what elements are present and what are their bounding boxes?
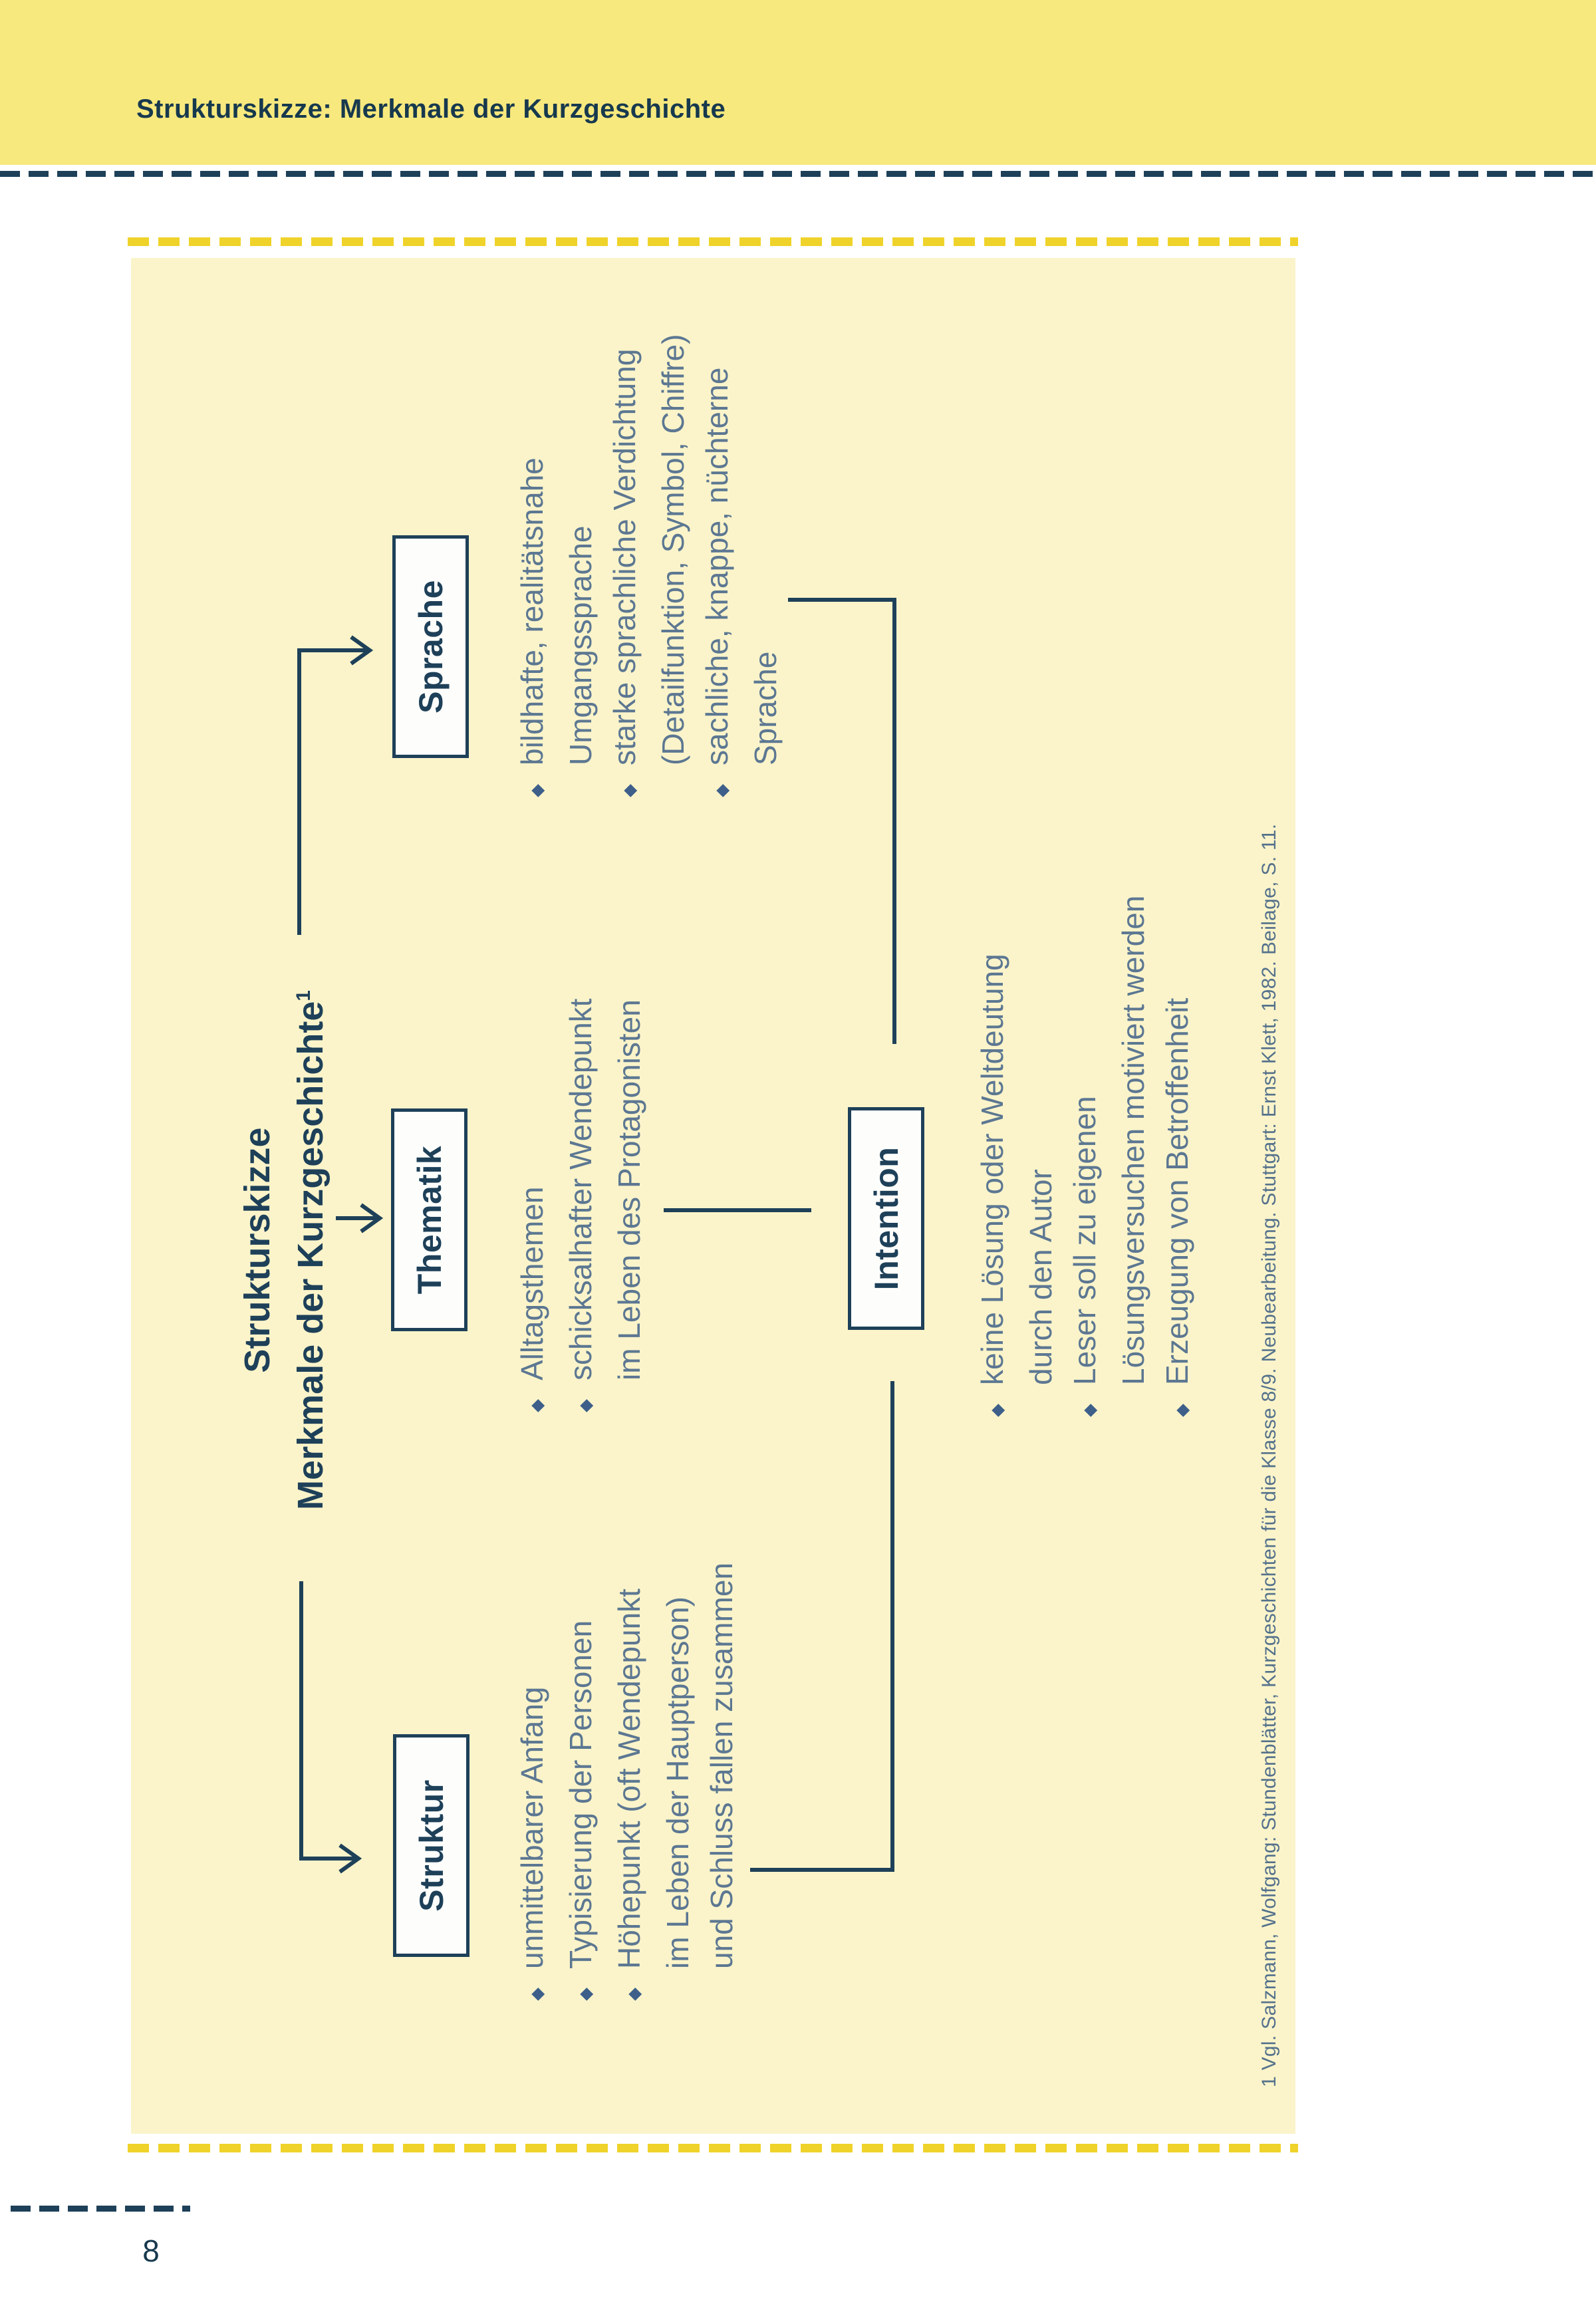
bullet-item-text: unmittelbarer Anfang	[515, 1686, 549, 1970]
bullet-item-continuation: Lösungsversuchen motiviert werden	[1111, 896, 1155, 1417]
bullet-item-text: Leser soll zu eigenen	[1067, 1096, 1102, 1385]
arrowhead-thematik	[360, 1203, 384, 1233]
bullet-item-text: Lösungsversuchen motiviert werden	[1116, 895, 1150, 1385]
diamond-bullet-icon: ◆	[1172, 1404, 1192, 1417]
diamond-bullet-icon: ◆	[527, 784, 547, 797]
bullet-item: ◆ bildhafte, realitätsnahe	[510, 334, 559, 797]
bullet-item: ◆ Leser soll zu eigenen	[1063, 896, 1111, 1417]
arrowhead-sprache	[350, 635, 374, 666]
diamond-bullet-icon: ◆	[624, 1988, 644, 2001]
diamond-bullet-icon: ◆	[619, 784, 639, 797]
bullet-item-text: bildhafte, realitätsnahe	[515, 457, 549, 765]
node-box-sprache: Sprache	[392, 535, 469, 758]
panel-dashed-border-top	[128, 237, 1298, 246]
diamond-bullet-icon: ◆	[575, 1399, 595, 1412]
node-label-sprache: Sprache	[412, 580, 450, 713]
bullet-item-text: im Leben der Hauptperson)	[660, 1597, 695, 1969]
bullet-item-continuation: Umgangssprache	[559, 334, 602, 797]
diamond-bullet-icon: ◆	[527, 1988, 547, 2001]
bullet-item-text: Sprache	[748, 651, 783, 765]
bullet-item-text: durch den Autor	[1023, 1169, 1058, 1385]
structure-diagram: Strukturskizze Merkmale der Kurzgeschich…	[131, 258, 1295, 2134]
bullet-item-text: Typisierung der Personen	[563, 1620, 598, 1969]
page-number: 8	[142, 2234, 160, 2268]
bullet-item-continuation: und Schluss fallen zusammen	[700, 1563, 743, 2001]
diamond-bullet-icon: ◆	[712, 784, 732, 797]
header-dashed-divider	[0, 171, 1596, 177]
node-box-thematik: Thematik	[391, 1108, 467, 1331]
bullet-item-text: sachliche, knappe, nüchterne	[700, 367, 734, 765]
bullet-item: ◆ Höhepunkt (oft Wendepunkt	[607, 1563, 656, 2001]
bullet-item-continuation: (Detailfunktion, Symbol, Chiffre)	[651, 334, 695, 797]
connector-struktur-intention	[750, 1381, 894, 1872]
diamond-bullet-icon: ◆	[575, 1988, 595, 2001]
connector-sprache-intention	[788, 598, 896, 1044]
connector-lines	[297, 598, 896, 1874]
bullet-item-text: und Schluss fallen zusammen	[704, 1562, 739, 1969]
bullet-item: ◆ Typisierung der Personen	[559, 1563, 607, 2001]
bullet-item-continuation: im Leben der Hauptperson)	[656, 1563, 700, 2001]
bullet-item: ◆ keine Lösung oder Weltdeutung	[970, 896, 1019, 1417]
bullet-item: ◆ Alltagsthemen	[510, 999, 559, 1413]
node-box-struktur: Struktur	[393, 1734, 469, 1957]
page-title: Strukturskizze: Merkmale der Kurzgeschic…	[136, 94, 726, 124]
bullet-item-text: Alltagsthemen	[515, 1186, 549, 1381]
bullet-item-continuation: durch den Autor	[1019, 896, 1063, 1417]
bullet-item-text: (Detailfunktion, Symbol, Chiffre)	[656, 334, 690, 765]
header-band: Strukturskizze: Merkmale der Kurzgeschic…	[0, 0, 1596, 165]
connector-title-struktur	[299, 1581, 357, 1861]
node-label-struktur: Struktur	[412, 1779, 450, 1912]
diamond-bullet-icon: ◆	[527, 1399, 547, 1412]
bullet-item-text: schicksalhafter Wendepunkt	[563, 998, 598, 1380]
bullet-item-text: im Leben des Protagonisten	[612, 999, 646, 1380]
bullet-list-struktur: ◆ unmittelbarer Anfang ◆ Typisierung der Pe…	[510, 1563, 743, 2001]
footer-dashed-divider	[11, 2206, 190, 2212]
diamond-bullet-icon: ◆	[1079, 1404, 1099, 1417]
bullet-item: ◆ starke sprachliche Verdichtung	[602, 334, 651, 797]
bullet-item-text: starke sprachliche Verdichtung	[607, 348, 642, 765]
bullet-item-text: Erzeugung von Betroffenheit	[1160, 997, 1194, 1385]
bullet-item: ◆ sachliche, knappe, nüchterne	[695, 334, 743, 797]
bullet-item: ◆ Erzeugung von Betroffenheit	[1155, 896, 1204, 1417]
connector-title-sprache	[297, 648, 368, 935]
bullet-item: ◆ schicksalhafter Wendepunkt	[559, 999, 607, 1412]
content-panel	[131, 258, 1295, 2134]
bullet-item-continuation: im Leben des Protagonisten	[607, 999, 651, 1412]
bullet-item-text: Höhepunkt (oft Wendepunkt	[612, 1589, 646, 1969]
bullet-item-continuation: Sprache	[743, 334, 787, 797]
node-box-intention: Intention	[848, 1107, 924, 1330]
footnote-citation: 1 Vgl. Salzmann, Wolfgang: Stundenblätte…	[1258, 823, 1280, 2087]
arrowhead-struktur	[338, 1843, 362, 1874]
bullet-item: ◆ unmittelbarer Anfang	[510, 1563, 559, 2001]
bullet-item-text: Umgangssprache	[563, 525, 598, 765]
node-label-thematik: Thematik	[410, 1145, 448, 1295]
bullet-list-intention: ◆ keine Lösung oder Weltdeutung durch den …	[970, 896, 1204, 1417]
node-label-intention: Intention	[867, 1146, 905, 1291]
bullet-item-text: keine Lösung oder Weltdeutung	[975, 954, 1009, 1385]
diamond-bullet-icon: ◆	[987, 1404, 1007, 1417]
panel-dashed-border-bottom	[128, 2144, 1298, 2152]
bullet-list-thematik: ◆ Alltagsthemen ◆ schicksalhafter Wendepunk…	[510, 999, 651, 1412]
